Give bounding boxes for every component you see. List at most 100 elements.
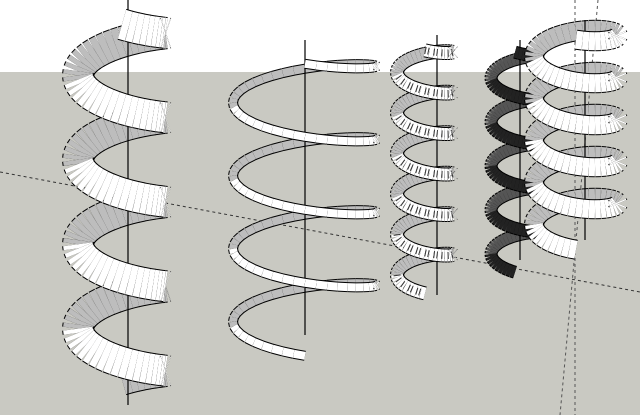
helix-face — [229, 170, 238, 177]
helix-face — [487, 112, 499, 121]
helix-face — [567, 155, 578, 175]
helix-face — [398, 177, 409, 190]
helix-railing — [395, 74, 403, 82]
helix-face — [513, 134, 521, 147]
helix-face — [229, 247, 238, 254]
helix-face — [293, 137, 306, 148]
helix-face — [71, 76, 98, 102]
helix-face — [229, 243, 238, 250]
helix-face — [492, 214, 502, 225]
helix-face — [95, 256, 115, 287]
helix-face — [395, 58, 407, 70]
helix-face — [82, 335, 105, 364]
helix-face — [393, 61, 405, 72]
helix-face — [252, 294, 265, 306]
helix-face — [513, 178, 521, 191]
helix-face — [610, 25, 623, 42]
helix-face — [293, 276, 306, 287]
helix-face — [402, 159, 412, 172]
railed-spiral-helix[interactable] — [390, 35, 458, 301]
helix-face — [64, 61, 95, 77]
helix-face — [609, 32, 627, 41]
helix-face — [525, 135, 544, 142]
helix-face — [150, 354, 160, 385]
helix-face — [486, 203, 498, 210]
helix-face — [489, 109, 500, 120]
helix-face — [609, 155, 620, 174]
helix-face — [513, 222, 521, 235]
helix-face — [529, 99, 546, 114]
helix-face — [64, 146, 95, 162]
helix-railing — [407, 203, 414, 212]
helix-face — [238, 185, 249, 196]
helix-face — [489, 197, 500, 208]
helix-face — [71, 218, 98, 243]
helix-face — [293, 349, 306, 360]
helix-face — [410, 283, 419, 297]
helix-face — [505, 264, 514, 277]
helix-face — [110, 112, 127, 143]
helix-face — [89, 84, 110, 115]
helix-face — [244, 261, 256, 273]
helix-face — [560, 238, 572, 258]
helix-face — [398, 56, 409, 69]
helix-face — [410, 172, 419, 185]
helix-face — [487, 244, 499, 253]
helix-face — [525, 223, 544, 230]
helix-face — [252, 192, 265, 204]
helix-face — [230, 177, 240, 187]
helix-face — [495, 148, 504, 161]
helix-face — [337, 282, 348, 292]
helix-face — [315, 61, 328, 71]
helix-face — [238, 228, 249, 240]
helix-face — [487, 79, 499, 88]
helix-face — [509, 265, 517, 278]
helix-face — [391, 105, 404, 113]
helix-railing — [395, 115, 403, 122]
wide-ribbon-helix[interactable] — [62, 0, 172, 405]
helix-railing — [400, 281, 408, 289]
helix-face — [495, 83, 504, 96]
helix-face — [82, 208, 105, 238]
helix-railing — [400, 119, 408, 127]
helix-face — [529, 83, 546, 98]
helix-face — [63, 73, 94, 82]
helix-face — [542, 232, 556, 251]
helix-face — [271, 288, 284, 299]
helix-face — [517, 47, 524, 60]
helix-face — [125, 96, 140, 127]
helix-face — [537, 201, 552, 220]
helix-face — [230, 250, 240, 260]
helix-face — [82, 250, 105, 280]
helix-face — [505, 187, 514, 200]
helix-face — [487, 156, 499, 165]
helix-face — [67, 54, 96, 76]
helix-face — [89, 169, 110, 199]
flat-spiral-ramp[interactable] — [228, 40, 380, 361]
helix-face — [489, 153, 500, 164]
helix-face — [398, 218, 409, 231]
helix-face — [150, 185, 160, 216]
helix-face — [410, 50, 419, 64]
helix-face — [326, 208, 339, 218]
helix-models[interactable] — [62, 0, 628, 405]
helix-face — [505, 55, 514, 68]
helix-face — [82, 293, 105, 323]
helix-face — [521, 224, 527, 237]
helix-face — [581, 188, 590, 208]
helix-face — [95, 33, 115, 64]
helix-face — [373, 135, 380, 143]
folded-helix[interactable] — [524, 19, 628, 260]
helix-face — [487, 123, 499, 132]
helix-face — [501, 145, 510, 157]
helix-face — [252, 119, 265, 131]
helix-face — [402, 135, 412, 148]
helix-face — [391, 112, 404, 120]
helix-face — [529, 57, 546, 72]
helix-face — [393, 223, 405, 234]
helix-face — [492, 82, 502, 93]
helix-face — [525, 219, 544, 226]
helix-face — [529, 141, 546, 156]
